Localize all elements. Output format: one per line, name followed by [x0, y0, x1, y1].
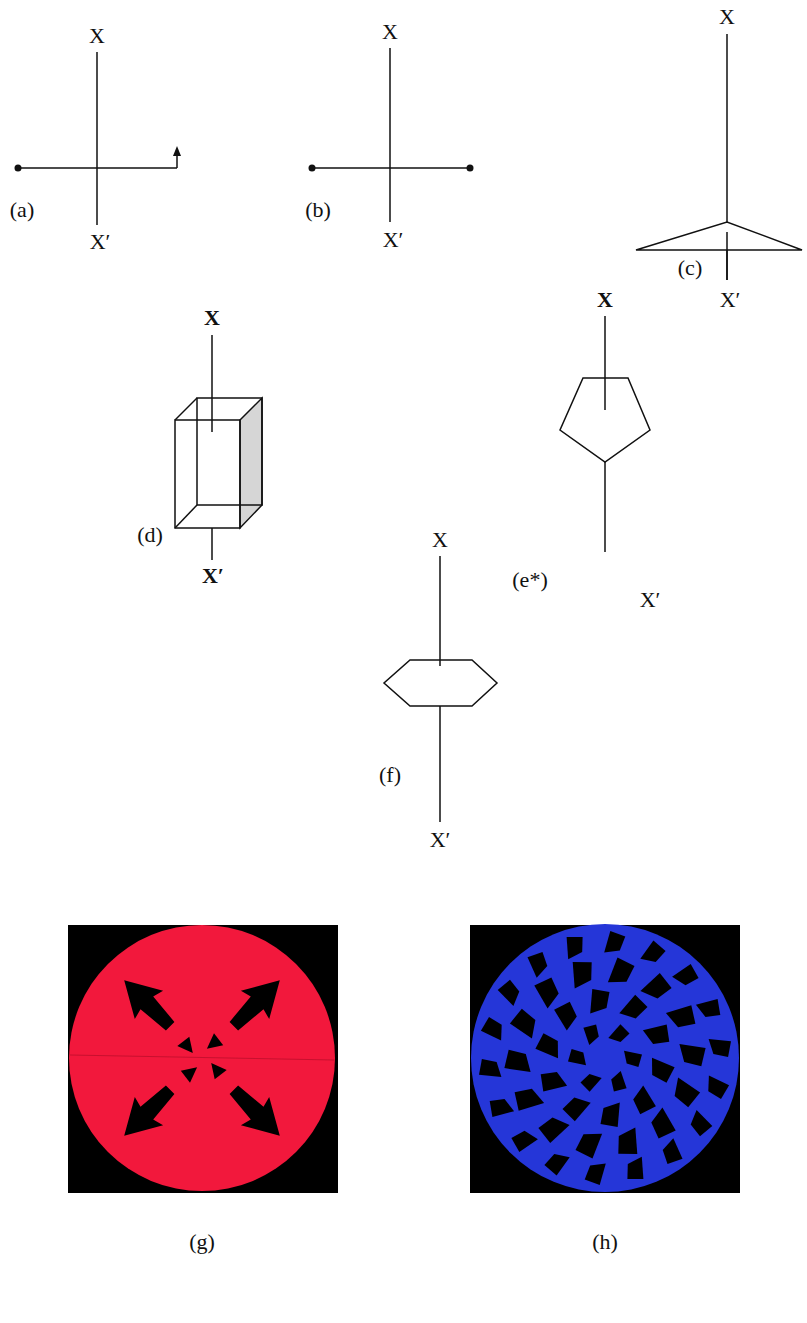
axis-label: X: [597, 289, 613, 311]
panel-label: (f): [379, 764, 401, 786]
axis-label: X′: [720, 289, 741, 311]
paper-cutout: [541, 1072, 567, 1091]
paper-cutout: [511, 1131, 538, 1152]
paper-cutout: [633, 1085, 656, 1114]
paper-cutout: [611, 1071, 626, 1092]
paper-cutout: [481, 1017, 502, 1041]
paper-cutout: [490, 1099, 514, 1117]
paper-cutout: [590, 989, 609, 1013]
paper-cutout: [604, 931, 625, 953]
panel-label: (d): [137, 524, 163, 546]
paper-cutout: [640, 973, 671, 999]
paper-cutout: [608, 958, 635, 983]
axis-label: X′: [383, 229, 404, 251]
axis-label: X′: [640, 589, 661, 611]
paper-cutout: [528, 952, 548, 978]
axis-label: X: [204, 307, 220, 329]
paper-cutout: [567, 937, 583, 959]
paper-cutout: [207, 1033, 223, 1049]
paper-cutout: [504, 1050, 530, 1072]
paper-cutout: [651, 1107, 675, 1138]
paper-cutout: [563, 1098, 591, 1122]
axis-label: X′: [430, 829, 451, 851]
paper-cutout: [709, 1039, 731, 1057]
paper-cutout: [124, 1086, 174, 1136]
axis-label: X′: [202, 565, 224, 587]
paper-cutout: [124, 980, 174, 1030]
paper-cutout: [608, 1024, 629, 1042]
paper-cutout: [601, 1103, 620, 1127]
paper-cutout: [618, 1127, 637, 1154]
panel-label: (g): [189, 1231, 215, 1253]
panel-label: (h): [592, 1231, 618, 1253]
paper-cutout: [691, 1110, 713, 1136]
paper-cutout: [643, 1025, 669, 1044]
paper-cutout: [515, 1089, 545, 1111]
paper-cutout: [544, 1154, 569, 1176]
axis-label: X: [382, 21, 398, 43]
paper-cutout: [498, 980, 520, 1006]
paper-cutout: [672, 964, 699, 985]
paper-cutout: [663, 1138, 683, 1164]
paper-cutout: [583, 1025, 598, 1046]
panel-label: (a): [10, 199, 34, 221]
axis-label: X′: [90, 231, 111, 253]
paper-cutout: [554, 1002, 577, 1031]
axis-label: X: [432, 529, 448, 551]
paper-cutout: [534, 978, 558, 1009]
paper-cutout: [627, 1157, 643, 1179]
paper-cutout: [624, 1051, 642, 1067]
axis-label: X: [719, 6, 735, 28]
paper-cutout: [568, 1049, 586, 1065]
paper-cutout: [708, 1076, 729, 1100]
axis-label: X: [89, 25, 105, 47]
paper-cutout: [652, 1058, 675, 1083]
panel-label: (c): [678, 257, 702, 279]
paper-cutout: [230, 980, 280, 1030]
paper-cutout: [585, 1163, 606, 1185]
paper-cutout: [666, 1005, 696, 1027]
paper-cutout: [177, 1037, 193, 1053]
paper-cutout: [230, 1086, 280, 1136]
paper-cutout: [581, 1074, 602, 1092]
paper-cutout: [538, 1118, 569, 1144]
panel-label: (e*): [512, 569, 547, 591]
paper-cutout: [640, 941, 665, 963]
paper-cutout: [619, 995, 647, 1019]
paper-cutout: [479, 1059, 501, 1077]
panel-label: (b): [305, 199, 331, 221]
paper-cutout: [535, 1033, 558, 1058]
paper-cutout: [181, 1067, 197, 1083]
paper-cutout: [573, 962, 592, 989]
paper-cutout: [696, 999, 720, 1017]
paper-cutout: [675, 1078, 701, 1108]
paper-cutout: [679, 1044, 705, 1066]
paper-cutout: [576, 1134, 603, 1159]
paper-cutout: [510, 1009, 536, 1039]
paper-cutout: [211, 1063, 227, 1079]
